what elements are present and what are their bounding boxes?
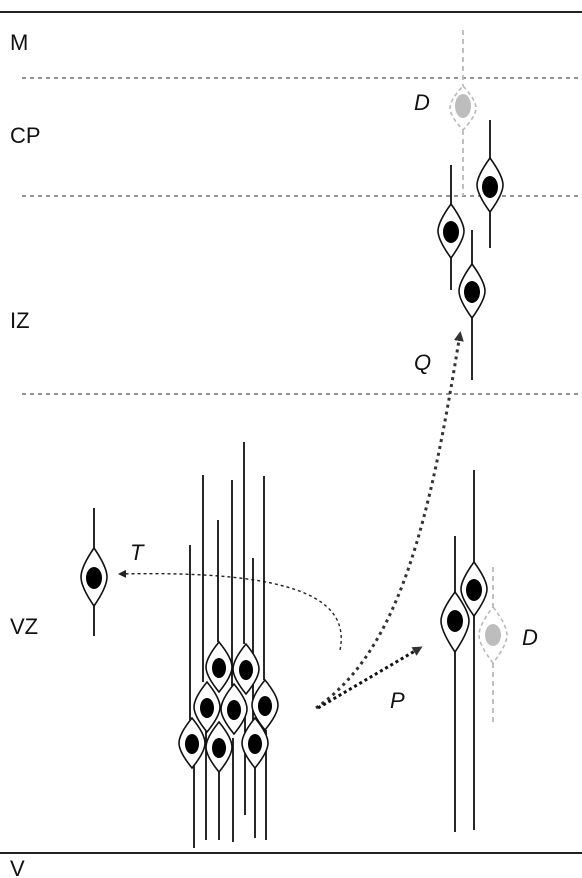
progenitor-processes <box>189 442 267 848</box>
dying-cell-upper <box>449 30 477 196</box>
translocating-cell <box>80 508 108 636</box>
zone-label-m: M <box>10 30 28 55</box>
arrow-p <box>317 646 423 710</box>
daughter-cell-2 <box>460 470 488 830</box>
fate-label-t: T <box>130 540 145 565</box>
progenitor-cell-1 <box>205 640 233 694</box>
zone-label-iz: IZ <box>10 308 30 333</box>
migrating-neuron-3 <box>458 230 486 380</box>
migrating-neuron-2 <box>437 165 465 290</box>
progenitor-cell-3 <box>193 680 221 734</box>
fate-label-d-lower: D <box>522 625 538 650</box>
zone-label-cp: CP <box>10 123 41 148</box>
fate-label-d-upper: D <box>414 90 430 115</box>
progenitor-cell-5 <box>251 678 279 732</box>
arrow-q <box>315 331 464 710</box>
arrow-t <box>118 569 342 651</box>
migrating-neuron-1 <box>476 120 504 248</box>
progenitor-cell-2 <box>232 642 260 696</box>
dying-cell-lower <box>478 567 508 725</box>
progenitor-cell-6 <box>178 716 206 770</box>
zone-label-v: V <box>10 856 25 878</box>
progenitor-cell-7 <box>205 720 233 774</box>
progenitor-cell-4 <box>220 682 248 736</box>
daughter-cell-1 <box>440 536 470 832</box>
zone-label-vz: VZ <box>10 614 38 639</box>
fate-label-q: Q <box>414 350 431 375</box>
fate-label-p: P <box>390 688 405 713</box>
progenitor-cell-8 <box>241 716 269 770</box>
